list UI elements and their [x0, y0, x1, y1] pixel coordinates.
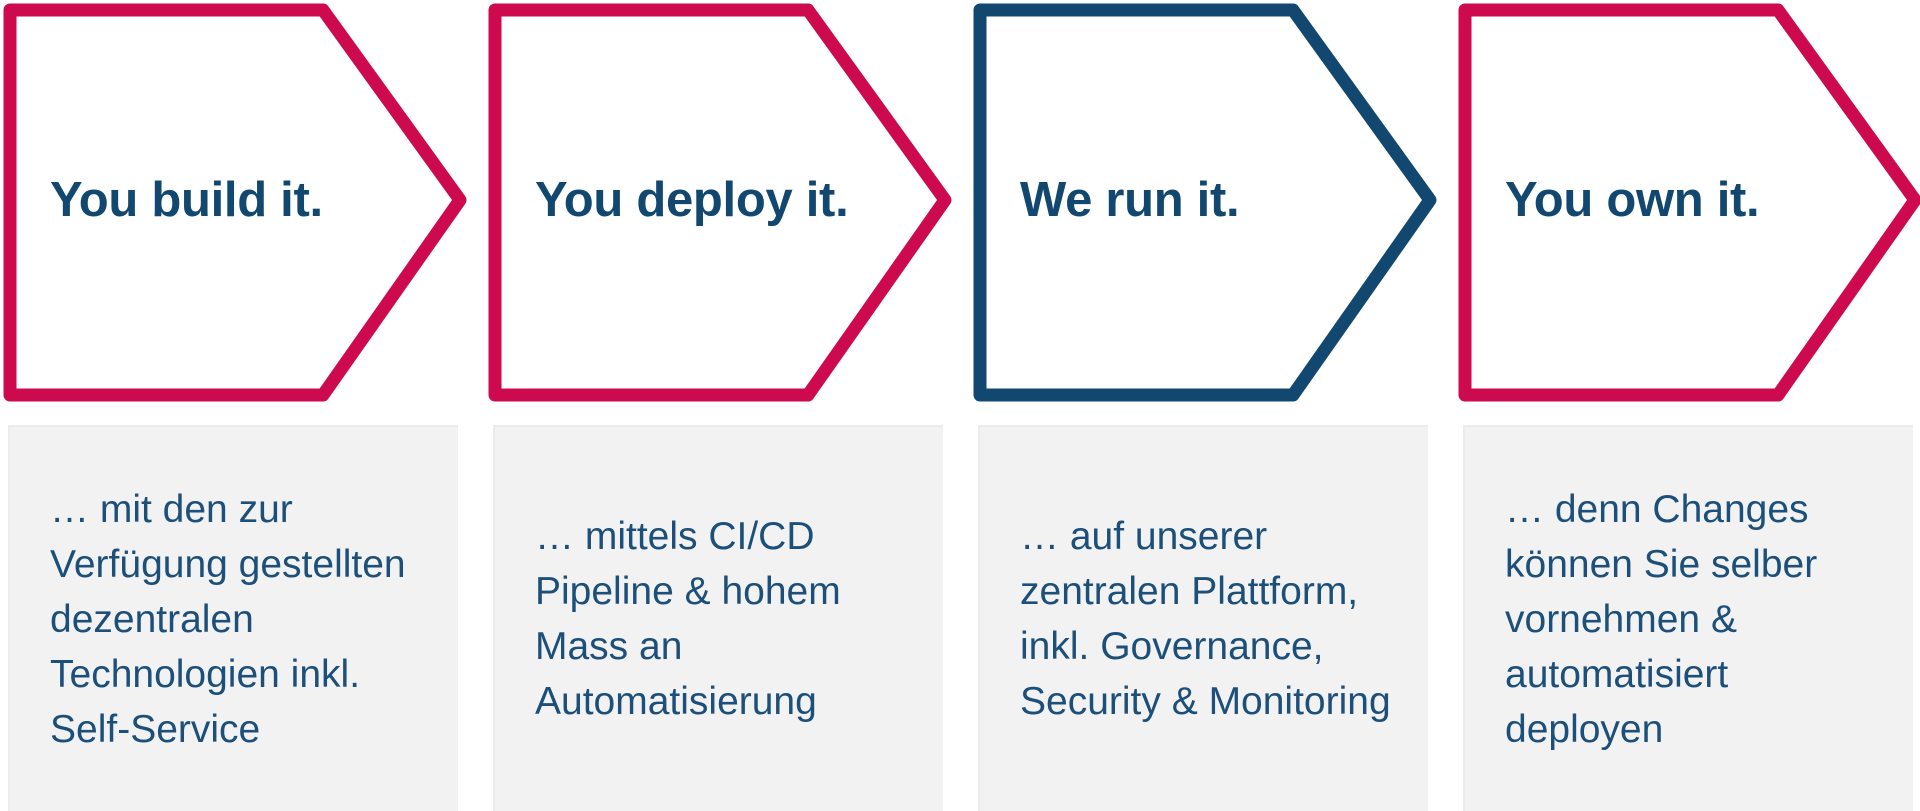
- chevron-shape: [3, 3, 467, 402]
- chevron-shape: [973, 3, 1437, 402]
- chevron-arrow: You own it.: [1455, 0, 1920, 405]
- chevron-shape: [1458, 3, 1920, 402]
- chevron-outline: [1458, 3, 1920, 402]
- chevron-outline: [3, 3, 467, 402]
- step-title: We run it.: [1020, 173, 1240, 227]
- chevron-arrow: We run it.: [970, 0, 1442, 405]
- step-title: You build it.: [50, 173, 323, 227]
- chevron-outline: [973, 3, 1437, 402]
- step-description-panel: … mit den zur Verfügung gestellten dezen…: [8, 425, 458, 811]
- chevron-arrow: You build it.: [0, 0, 472, 405]
- step-description-panel: … auf unserer zentralen Plattform, inkl.…: [978, 425, 1428, 811]
- step-build: You build it. … mit den zur Verfügung ge…: [0, 0, 472, 811]
- step-own: You own it. … denn Changes können Sie se…: [1455, 0, 1920, 811]
- step-description: … mittels CI/CD Pipeline & hohem Mass an…: [535, 515, 841, 723]
- step-title: You own it.: [1505, 173, 1760, 227]
- step-description-panel: … mittels CI/CD Pipeline & hohem Mass an…: [493, 425, 943, 811]
- step-deploy: You deploy it. … mittels CI/CD Pipeline …: [485, 0, 957, 811]
- chevron-outline: [488, 3, 952, 402]
- step-description-panel: … denn Changes können Sie selber vornehm…: [1463, 425, 1913, 811]
- step-title: You deploy it.: [535, 173, 849, 227]
- step-run: We run it. … auf unserer zentralen Platt…: [970, 0, 1442, 811]
- chevron-arrow: You deploy it.: [485, 0, 957, 405]
- step-description: … denn Changes können Sie selber vornehm…: [1505, 487, 1818, 751]
- step-description: … auf unserer zentralen Plattform, inkl.…: [1020, 515, 1391, 723]
- step-description: … mit den zur Verfügung gestellten dezen…: [50, 487, 406, 751]
- chevron-shape: [488, 3, 952, 402]
